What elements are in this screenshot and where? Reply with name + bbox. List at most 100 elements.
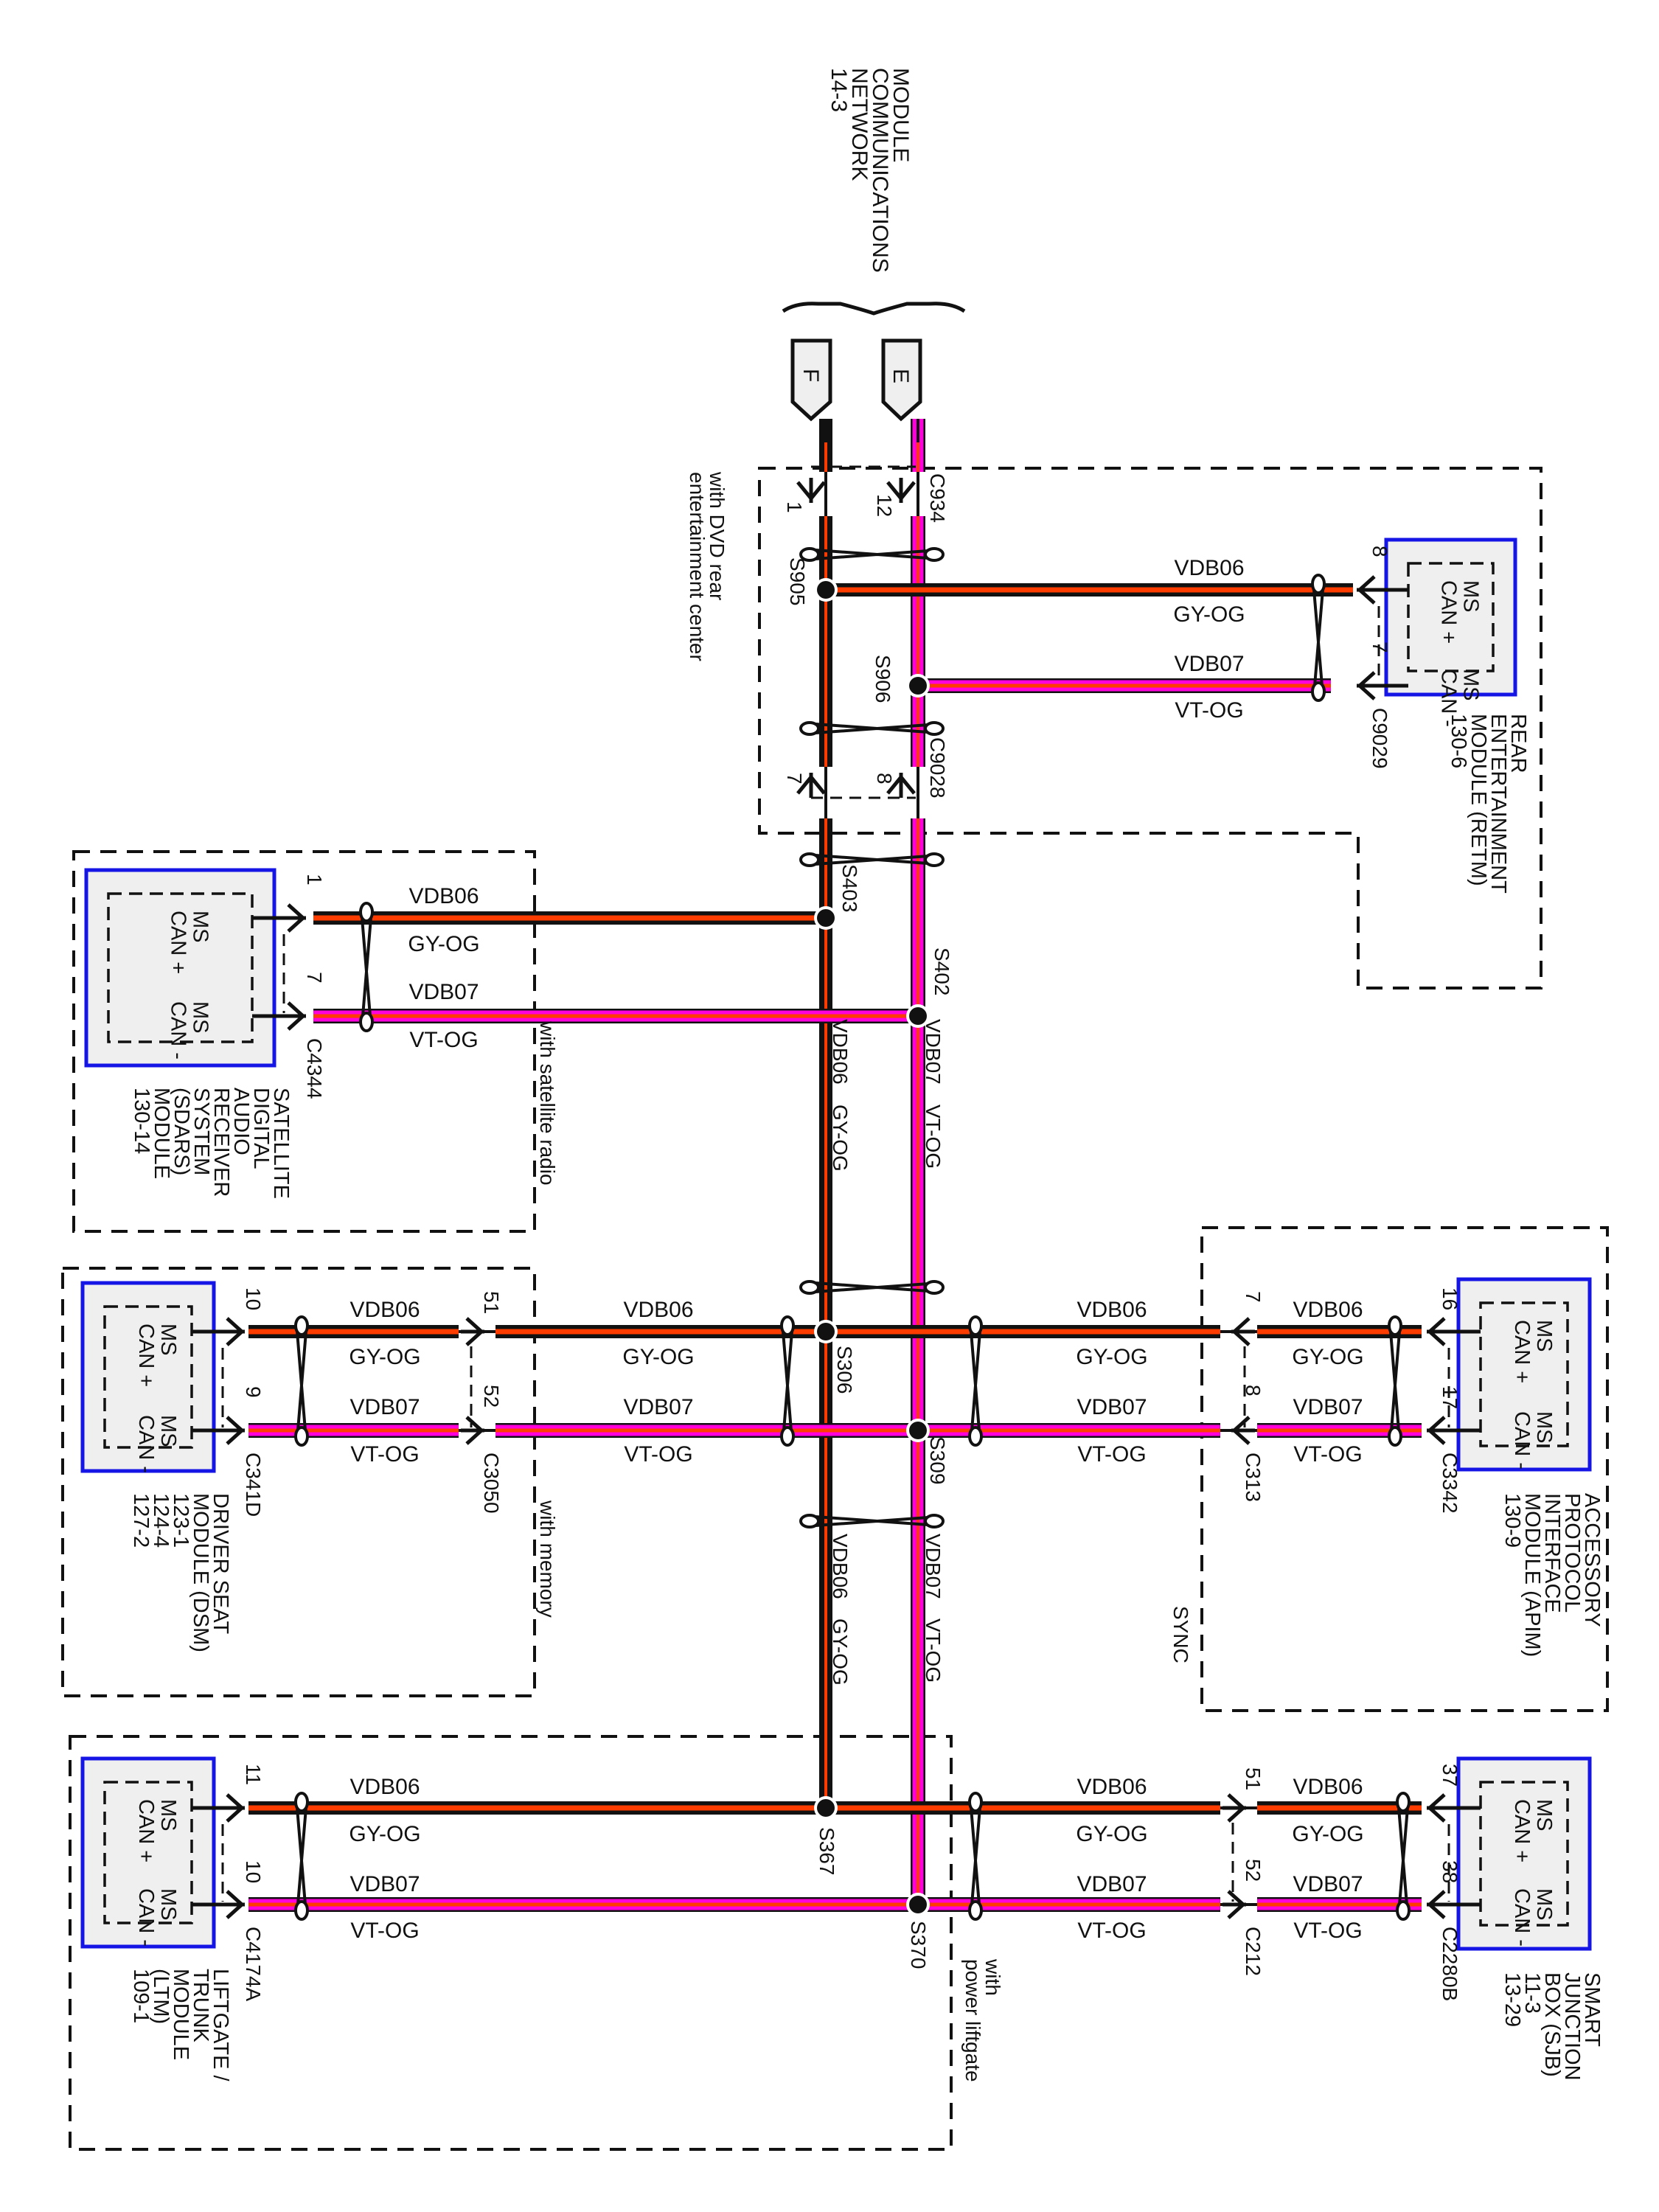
dsm-connector-label: C341D [242,1453,265,1517]
wires [248,419,1422,1912]
dsm-vdb06-label: VDB06 [349,1298,420,1322]
connector-arrow-icon [1427,1416,1450,1445]
dsm-name-line: DRIVER SEAT [209,1493,232,1635]
ltm-name-line: 109-1 [129,1969,153,2023]
connector-e-letter: E [888,369,913,383]
retm-vdb06-label: VDB06 [1174,556,1244,580]
apim-vtog-label: VT-OG [1293,1442,1362,1467]
twist-end [924,721,945,736]
svg-text:NETWORK: NETWORK [847,68,872,181]
apim-pin-can-minus: CAN - [1510,1411,1534,1470]
apim-name-line: INTERFACE [1540,1493,1564,1613]
sdars-pin-can-plus: CAN + [167,911,190,974]
twist-end [294,1315,309,1336]
twist-end [799,852,820,867]
twist-end [924,852,945,867]
connector-c934[interactable]: 1 12 C934 [783,465,949,523]
twist-end [799,1514,820,1528]
sdars-pin-can-minus: CAN - [167,1001,190,1060]
connector-arrow-icon [1357,575,1380,605]
connector-arrow-icon [282,903,306,933]
sjb-mid-vtog-label: VT-OG [1077,1919,1146,1943]
twist-lines [970,1331,981,1431]
twist-end [780,1315,795,1336]
retm-pin-ms-plus: MS [1459,580,1483,613]
ref-line-2: COMMUNICATIONS [868,68,892,273]
connector-arrow-icon [221,1890,245,1919]
retm-connector-label: C9029 [1368,708,1391,769]
sdars-name-line: (SDARS) [170,1088,193,1175]
twist-end [968,1315,983,1336]
sjb-mid-vdb07-label: VDB07 [1077,1872,1147,1896]
twist-lines [815,1515,929,1527]
satellite-option-box [72,850,536,1233]
sjb-vtog-label: VT-OG [1293,1919,1362,1943]
twisted-pair-icon [968,1792,983,1921]
network-reference[interactable]: MODULE COMMUNICATIONS NETWORK 14-3 [827,68,913,273]
module-internal-outline [103,1305,193,1449]
twisted-pair-icon [799,1514,945,1528]
retm-name-line: 130-6 [1447,714,1470,768]
splice-s905: S905 [786,557,809,605]
twist-end [799,547,820,562]
module-internal-outline [107,892,254,1043]
dsm-name-line: 124-4 [149,1493,173,1548]
ltm-vdb07-label: VDB07 [349,1872,420,1896]
twist-end [1396,1900,1411,1921]
apim-connector-label: C3342 [1439,1453,1461,1514]
twisted-pair-icon [799,1280,945,1295]
mid-left-vtog-label: VT-OG [624,1442,692,1467]
sjb-name-line: SMART [1580,1972,1604,2047]
satellite-option-label: with satellite radio [536,1020,559,1186]
twist-lines [1397,1807,1409,1905]
apim-name-line: 130-9 [1500,1493,1524,1548]
branch-labels: VDB06GY-OGVDB07VT-OGVDB06GY-OGVDB07VT-OG… [349,556,1363,1943]
twist-end [924,1280,945,1295]
twisted-pair-icon [1311,574,1326,702]
apim-pin-minus-number: 17 [1439,1386,1461,1409]
connector-f-letter: F [799,369,823,382]
apim-pin-ms-minus: MS [1532,1411,1556,1444]
connector-c9028[interactable]: 7 8 C9028 [783,737,949,799]
dvd-option-label-2: entertainment center [686,472,709,661]
sdars-pin-plus-number: 1 [303,874,326,886]
sdars-name-line: MODULE [150,1088,173,1179]
off-page-connector-f[interactable]: F [790,338,832,422]
c3050-label: C3050 [480,1453,503,1514]
liftgate-option-label-2: power liftgate [961,1959,984,2082]
splice-s370-dot [909,1896,927,1913]
ltm-pin-ms-plus: MS [156,1799,180,1832]
off-page-connector-e[interactable]: E [881,338,922,422]
c9028-pin-f: 7 [783,773,806,785]
retm-name-line: ENTERTAINMENT [1486,714,1510,894]
trunk-upper-f-color: GY-OG [829,1105,852,1172]
trunk-lower-f-color: GY-OG [829,1618,852,1686]
dvd-option-box [758,467,1543,990]
twist-end [924,547,945,562]
trunk-lower-e-color: VT-OG [922,1618,945,1683]
dsm-pin-ms-minus: MS [156,1415,180,1447]
c3050-pin-minus: 52 [480,1385,503,1408]
memory-option-label: with memory [536,1500,559,1618]
splice-s403-dot [817,909,835,927]
svg-text:14-3: 14-3 [827,68,851,112]
connector-arrow-icon [1357,671,1380,700]
c934-pin-e: 12 [873,494,896,517]
sjb-name-line: JUNCTION [1560,1972,1584,2081]
mid-right-vtog-label: VT-OG [1077,1442,1146,1467]
splice-s402: S402 [931,947,953,995]
dsm-name-line: MODULE (DSM) [189,1493,212,1652]
module-internal-outline [1479,1781,1569,1927]
c212-label: C212 [1242,1927,1265,1976]
dvd-option-label-1: with DVD rear [706,471,728,600]
ltm-pin-ms-minus: MS [156,1888,180,1921]
